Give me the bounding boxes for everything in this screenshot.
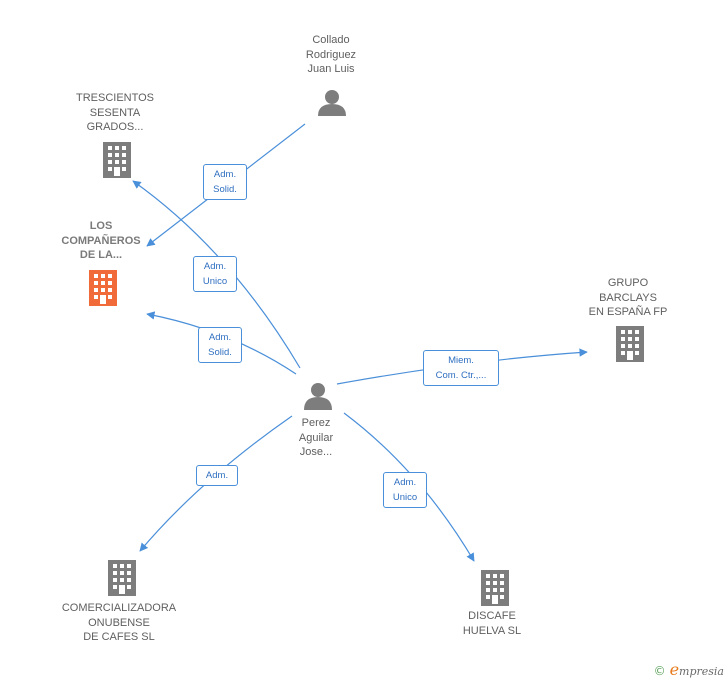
node-label-comercializadora[interactable]: COMERCIALIZADORA ONUBENSE DE CAFES SL [44,601,194,645]
edge-label-line: Adm. [393,477,417,488]
building-icon-highlighted[interactable] [89,270,117,306]
label-line: Rodriguez [305,48,357,61]
label-line: GRUPO [607,277,649,289]
node-label-companeros[interactable]: LOS COMPAÑEROS DE LA... [26,219,176,263]
label-line: Aguilar [298,431,334,444]
label-line: DE CAFES SL [83,631,155,643]
building-icon[interactable] [103,142,131,178]
edge-label-line: Adm. [203,261,227,272]
edge-label-line: Unico [392,492,418,503]
label-line: Collado [312,34,350,46]
label-line: COMERCIALIZADORA [61,602,177,614]
node-label-trescientos[interactable]: TRESCIENTOS SESENTA GRADOS... [40,91,190,135]
edge-label-line: Adm. [213,169,237,180]
edge-label-collado-companeros[interactable]: Adm. Solid. [203,164,247,200]
edge-label-perez-discafe[interactable]: Adm. Unico [383,472,427,508]
label-line: TRESCIENTOS [75,92,155,104]
edge-label-line: Adm. [205,470,229,481]
node-label-perez[interactable]: Perez Aguilar Jose... [241,416,391,460]
label-line: DE LA... [79,249,123,261]
edge-label-line: Solid. [213,184,237,195]
node-label-collado[interactable]: Collado Rodriguez Juan Luis [256,33,406,77]
label-line: Perez [301,417,331,429]
label-line: ONUBENSE [88,616,150,629]
person-icon[interactable] [318,90,346,116]
edge-label-perez-comercializadora[interactable]: Adm. [196,465,238,486]
building-icon[interactable] [481,570,509,606]
label-line: GRADOS... [86,121,144,133]
building-icon[interactable] [616,326,644,362]
label-line: Juan Luis [307,63,355,75]
edge-label-line: Com. Ctr.,... [435,370,487,381]
copyright-icon: © [653,664,666,678]
label-line: DISCAFE [468,610,516,622]
brand-initial: e [669,660,680,679]
label-line: LOS [89,220,113,232]
label-line: SESENTA [89,106,141,119]
label-line: Jose... [299,446,333,458]
node-label-discafe[interactable]: DISCAFE HUELVA SL [417,609,567,638]
node-label-barclays[interactable]: GRUPO BARCLAYS EN ESPAÑA FP [553,276,703,320]
edge-label-line: Solid. [208,347,232,358]
edge-label-perez-barclays[interactable]: Miem. Com. Ctr.,... [423,350,499,386]
person-icon[interactable] [304,383,332,410]
label-line: EN ESPAÑA FP [588,306,668,318]
label-line: BARCLAYS [599,291,657,304]
edge-label-line: Adm. [208,332,232,343]
label-line: HUELVA SL [462,624,522,637]
edge-label-perez-trescientos[interactable]: Adm. Unico [193,256,237,292]
edge-label-line: Miem. [448,355,474,366]
label-line: COMPAÑEROS [61,234,141,247]
edge-label-perez-companeros[interactable]: Adm. Solid. [198,327,242,363]
edge-label-line: Unico [202,276,228,287]
building-icon[interactable] [108,560,136,596]
empresia-logo[interactable]: ©empresia [654,660,724,679]
brand-name: mpresia [679,665,724,678]
